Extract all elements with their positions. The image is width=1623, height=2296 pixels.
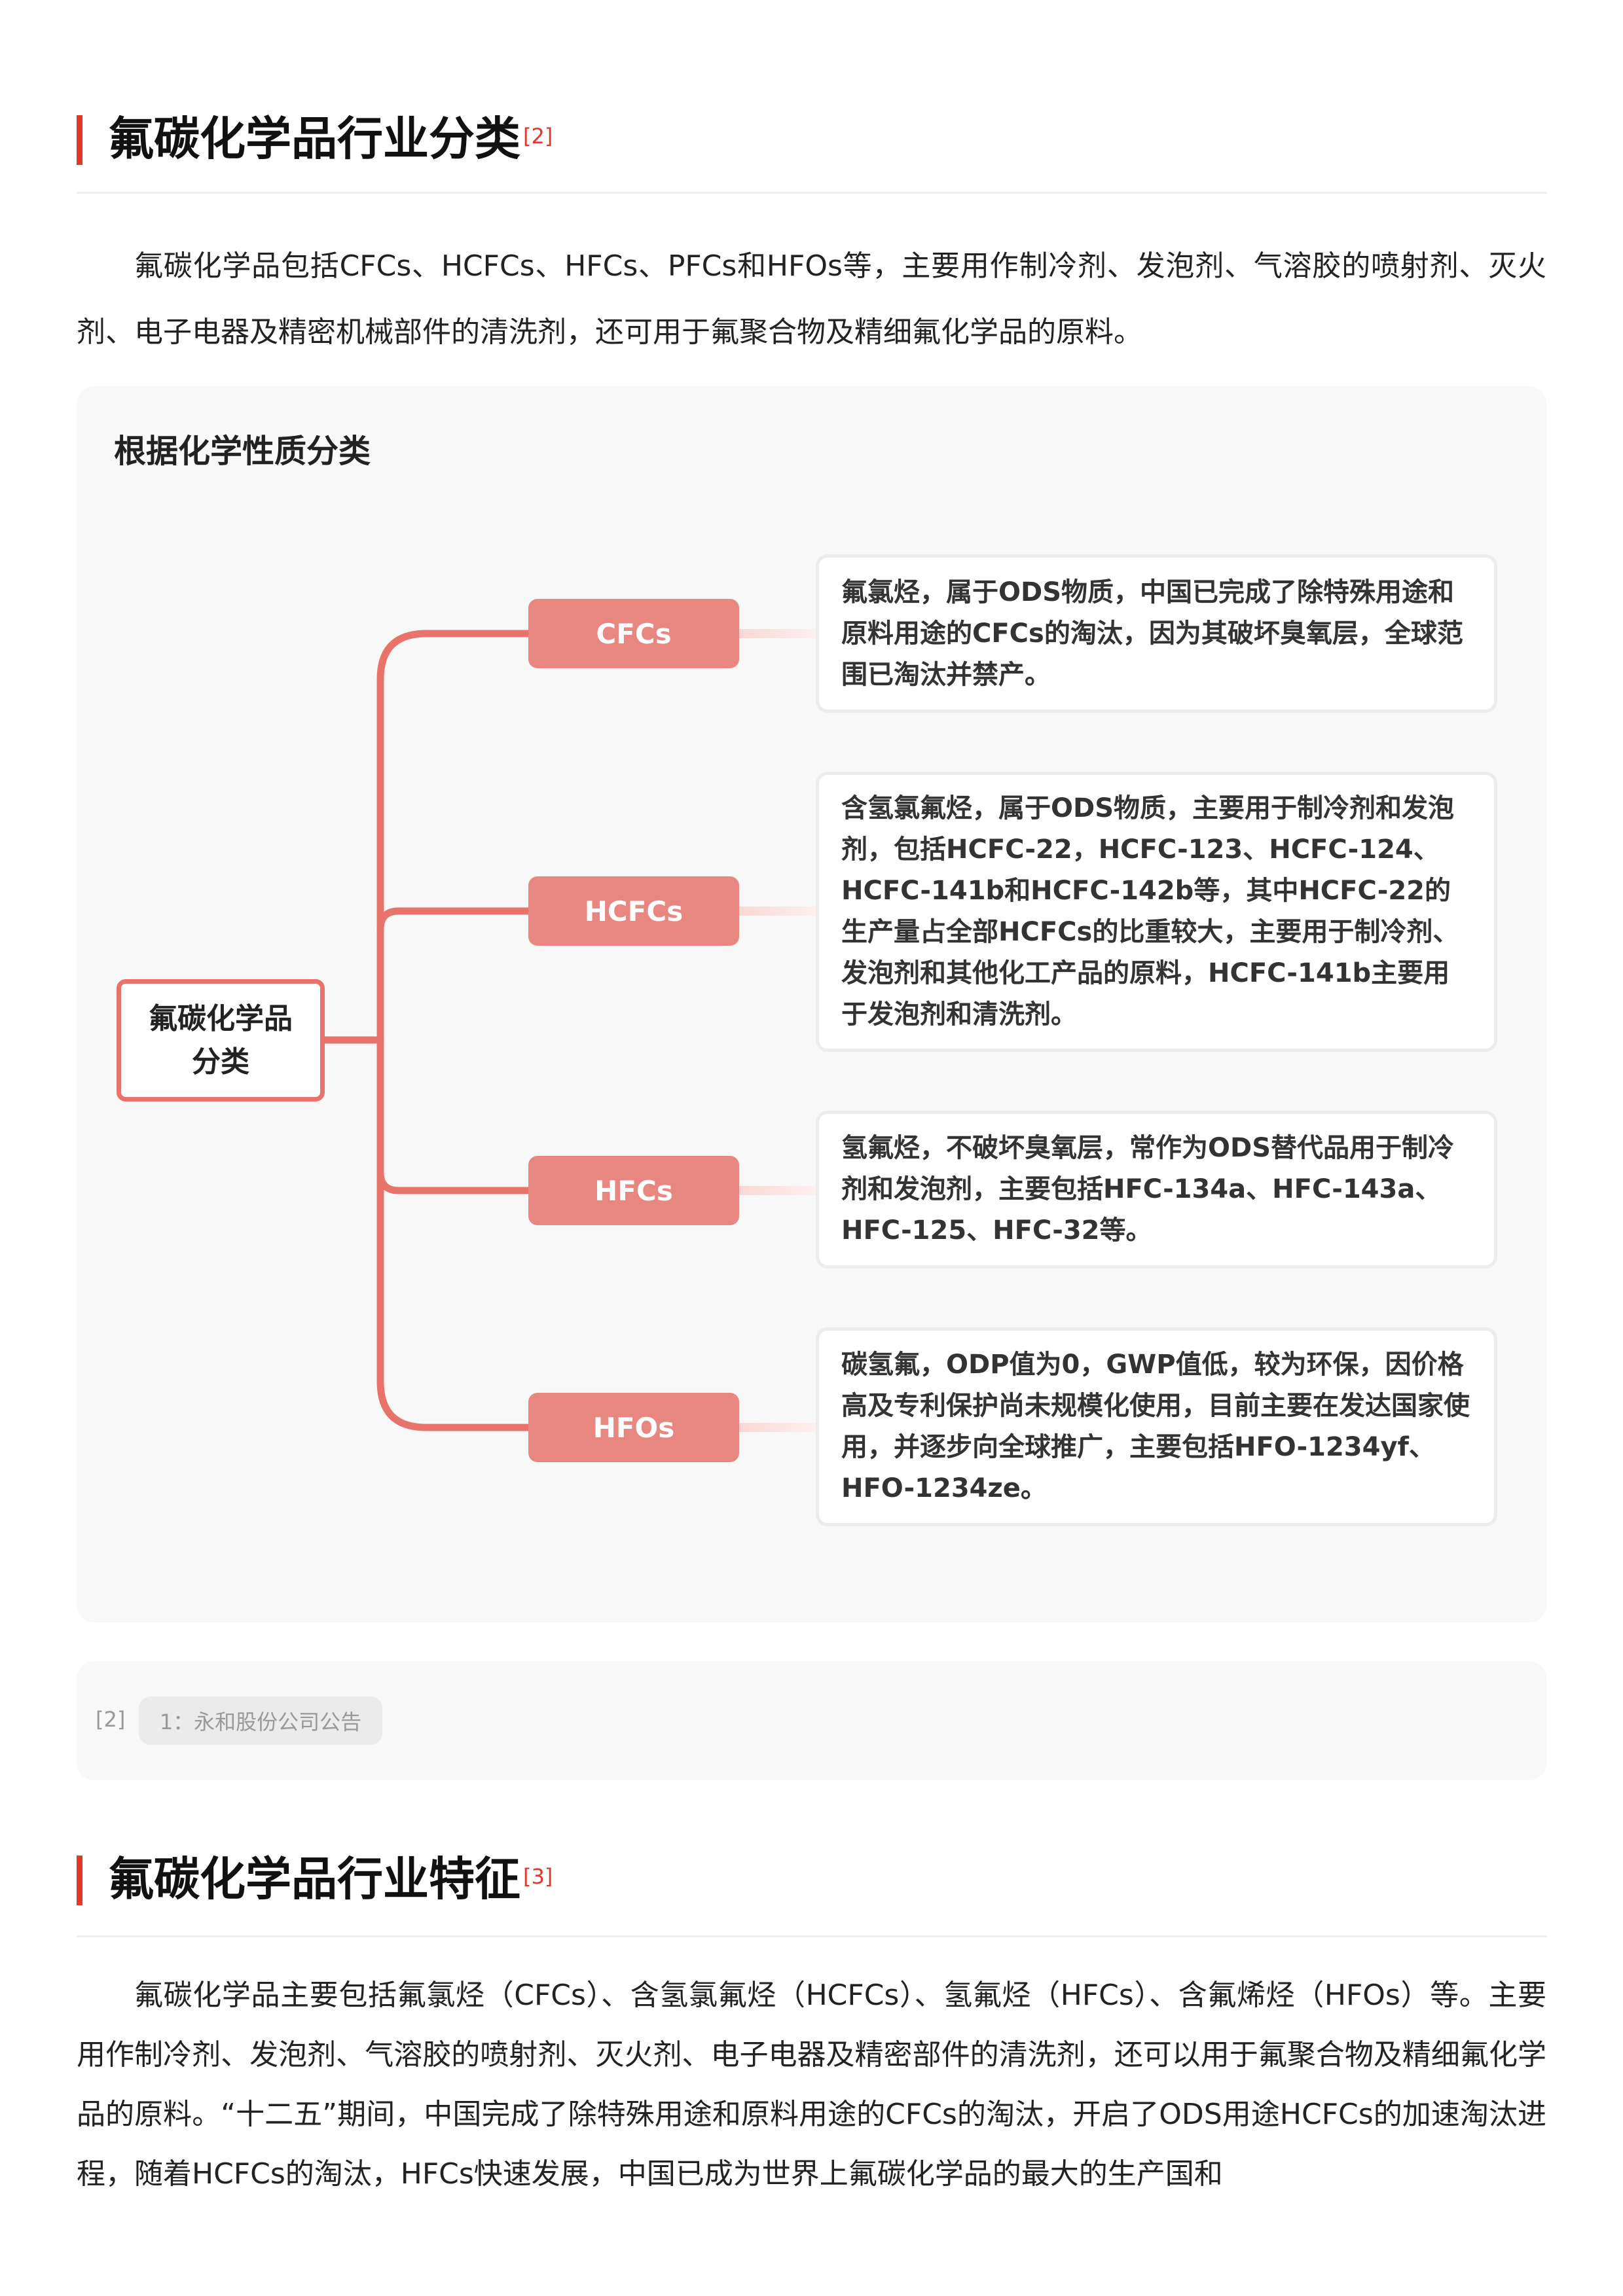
desc-card-hcfcs: 含氢氯氟烃，属于ODS物质，主要用于制冷剂和发泡剂，包括HCFC-22，HCFC… (816, 772, 1497, 1052)
footnote-number: [2] (96, 1707, 126, 1732)
desc-text: 碳氢氟，ODP值为0，GWP值低，较为环保，因价格高及专利保护尚未规模化使用，目… (841, 1350, 1470, 1503)
fade-connector (739, 1423, 816, 1432)
root-node-label: 氟碳化学品分类 (149, 1001, 293, 1079)
reference-link[interactable]: [2] (523, 124, 553, 149)
fade-connector (739, 629, 816, 638)
fade-connector (739, 1186, 816, 1195)
divider (77, 1935, 1546, 1937)
divider (77, 192, 1546, 194)
branch-node-hfcs: HFCs (528, 1156, 739, 1225)
footnote-source-tag[interactable]: 1：永和股份公司公告 (139, 1696, 382, 1745)
reference-link[interactable]: [3] (523, 1864, 553, 1889)
desc-card-hfcs: 氢氟烃，不破坏臭氧层，常作为ODS替代品用于制冷剂和发泡剂，主要包括HFC-13… (816, 1111, 1497, 1268)
section-title: 氟碳化学品行业分类[2] (108, 113, 553, 165)
desc-card-hfos: 碳氢氟，ODP值为0，GWP值低，较为环保，因价格高及专利保护尚未规模化使用，目… (816, 1327, 1497, 1526)
desc-text: 氟氯烃，属于ODS物质，中国已完成了除特殊用途和原料用途的CFCs的淘汰，因为其… (841, 577, 1463, 690)
connector-hfos (376, 1036, 534, 1431)
features-paragraph: 氟碳化学品主要包括氟氯烃（CFCs）、含氢氯氟烃（HCFCs）、氢氟烃（HFCs… (77, 1979, 1546, 2191)
section-title-text: 氟碳化学品行业特征 (108, 1852, 520, 1906)
mindmap-root-node: 氟碳化学品分类 (117, 979, 325, 1102)
connector-cfcs (376, 630, 534, 1044)
section-title-text: 氟碳化学品行业分类 (108, 112, 520, 166)
connector-hfcs (376, 1036, 534, 1194)
branch-node-cfcs: CFCs (528, 599, 739, 668)
intro-paragraph: 氟碳化学品包括CFCs、HCFCs、HFCs、PFCs和HFOs等，主要用作制冷… (77, 249, 1546, 349)
desc-card-cfcs: 氟氯烃，属于ODS物质，中国已完成了除特殊用途和原料用途的CFCs的淘汰，因为其… (816, 554, 1497, 713)
section-heading-bar (77, 1856, 82, 1905)
section-title: 氟碳化学品行业特征[3] (108, 1853, 553, 1905)
mindmap-title: 根据化学性质分类 (114, 433, 371, 470)
desc-text: 氢氟烃，不破坏臭氧层，常作为ODS替代品用于制冷剂和发泡剂，主要包括HFC-13… (841, 1133, 1455, 1246)
section-heading-bar (77, 115, 82, 165)
desc-text: 含氢氯氟烃，属于ODS物质，主要用于制冷剂和发泡剂，包括HCFC-22，HCFC… (841, 793, 1459, 1030)
branch-node-hfos: HFOs (528, 1393, 739, 1462)
fade-connector (739, 906, 816, 916)
branch-node-hcfcs: HCFCs (528, 876, 739, 946)
connector-hcfcs (376, 907, 534, 933)
